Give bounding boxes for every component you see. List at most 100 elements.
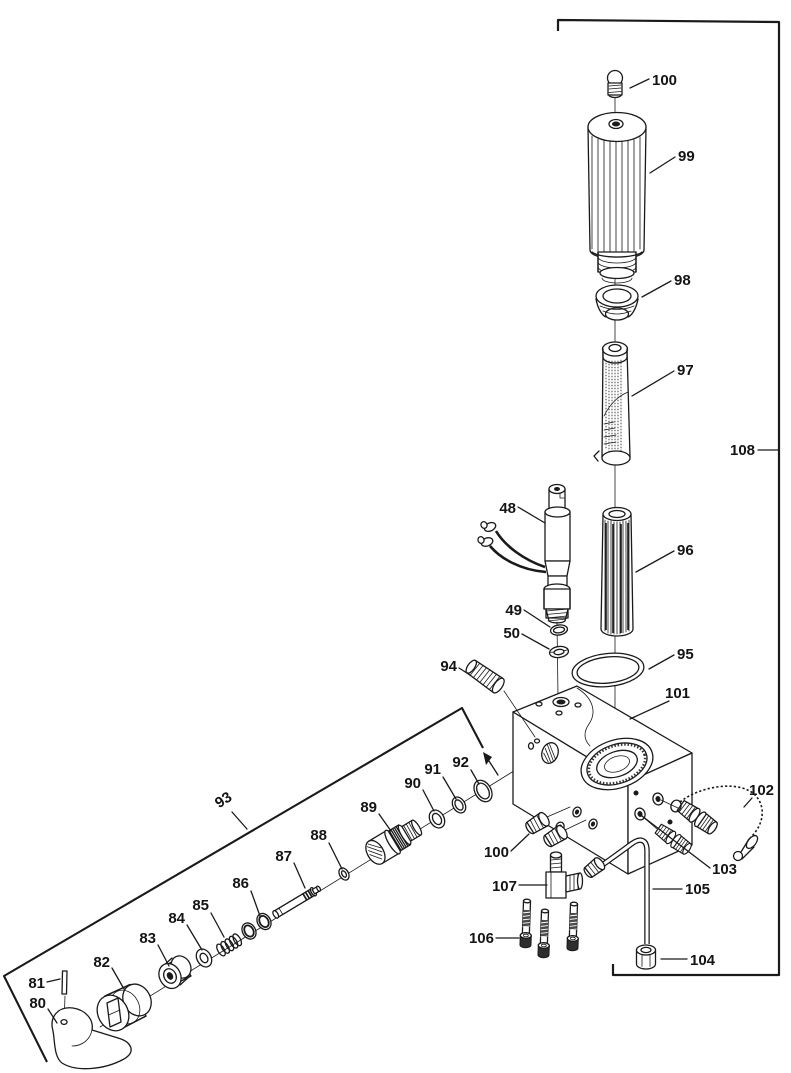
callout-102-text: 102 [749, 782, 774, 799]
canister-bore [580, 737, 654, 791]
part-80-handle [51, 1007, 132, 1070]
callout-49: 49 [505, 602, 551, 628]
callout-80-text: 80 [29, 995, 46, 1012]
callout-98-text: 98 [674, 272, 691, 289]
part-95-o-ring [571, 652, 645, 688]
callout-88: 88 [310, 827, 343, 870]
callout-104: 104 [660, 952, 716, 969]
callout-81: 81 [28, 975, 61, 992]
part-100-top-plug [606, 69, 624, 99]
part-94-plug [465, 659, 505, 694]
callout-95-text: 95 [677, 646, 694, 663]
callout-107: 107 [492, 878, 548, 895]
part-87-spool [272, 885, 322, 919]
callout-90-text: 90 [404, 775, 421, 792]
part-98-cup-seal [595, 284, 639, 321]
cartridge-port [527, 742, 559, 764]
callout-92: 92 [452, 754, 480, 785]
callout-87-text: 87 [275, 848, 292, 865]
callout-90: 90 [404, 775, 435, 812]
part-107-elbow-fitting [545, 851, 584, 899]
bolt-3 [566, 901, 579, 952]
part-92-o-ring [473, 779, 493, 803]
part-83-nut [158, 955, 192, 990]
part-48-solenoid [477, 483, 571, 624]
callout-100-top: 100 [629, 72, 677, 89]
callout-96: 96 [635, 542, 694, 573]
callout-83: 83 [139, 930, 170, 967]
callout-82-text: 82 [93, 954, 110, 971]
callout-84-text: 84 [168, 910, 185, 927]
callout-94: 94 [440, 658, 471, 676]
part-82-knob-housing [96, 983, 152, 1032]
callout-100-top-text: 100 [652, 72, 677, 89]
callout-104-text: 104 [690, 952, 716, 969]
callout-50-text: 50 [503, 625, 520, 642]
callout-102: 102 [743, 782, 774, 808]
part-81-pin [61, 970, 68, 995]
callout-91-text: 91 [424, 761, 441, 778]
part-106-bolts [519, 898, 579, 959]
part-101-manifold-block [512, 685, 693, 875]
callout-80: 80 [29, 995, 58, 1024]
callout-92-text: 92 [452, 754, 469, 771]
wire-2 [489, 545, 547, 574]
part-90-o-ring [428, 809, 446, 829]
callout-95: 95 [648, 646, 694, 670]
callout-84: 84 [168, 910, 203, 951]
callout-103-text: 103 [712, 861, 737, 878]
callout-88-text: 88 [310, 827, 327, 844]
callout-107-text: 107 [492, 878, 517, 895]
bolt-2 [537, 908, 550, 959]
part-104-nut [635, 944, 657, 970]
part-89-cartridge [365, 819, 423, 865]
callout-97-text: 97 [677, 362, 694, 379]
callout-85-text: 85 [192, 897, 209, 914]
callout-85: 85 [192, 897, 225, 938]
part-102-lanyard-cap [670, 785, 763, 862]
callout-50: 50 [503, 625, 550, 650]
callout-106: 106 [469, 930, 520, 947]
callout-108-text: 108 [730, 442, 755, 459]
insert-arrowhead [483, 752, 492, 765]
part-88-o-ring [338, 867, 350, 881]
bracket-108 [556, 18, 781, 977]
callout-108: 108 [730, 442, 780, 459]
callout-101: 101 [629, 685, 690, 720]
part-50-ring [548, 645, 570, 659]
callouts: 100 99 98 97 108 96 48 49 [28, 72, 780, 1024]
part-91-o-ring [451, 796, 467, 814]
part-99-filter-canister [587, 111, 647, 284]
spade-terminal-1 [480, 521, 497, 533]
callout-86: 86 [232, 875, 261, 917]
callout-94-text: 94 [440, 658, 457, 675]
callout-93: 93 [212, 789, 248, 830]
part-86-washers [241, 912, 272, 940]
callout-81-text: 81 [28, 975, 45, 992]
callout-82: 82 [93, 954, 125, 990]
part-100-side-plug-2 [543, 824, 568, 848]
part-100-side-plug-1 [525, 811, 550, 835]
callout-99-text: 99 [678, 148, 695, 165]
callout-98: 98 [641, 272, 691, 298]
spade-terminal-2 [477, 535, 494, 547]
part-96-filter-element [600, 506, 634, 637]
callout-100-side: 100 [484, 833, 530, 861]
part-49-o-ring [549, 624, 569, 636]
callout-86-text: 86 [232, 875, 249, 892]
callout-89: 89 [360, 799, 392, 832]
part-97-filter-tube [593, 341, 631, 466]
part-103-fitting-1 [676, 799, 718, 835]
callout-48: 48 [499, 500, 546, 524]
callout-83-text: 83 [139, 930, 156, 947]
callout-105: 105 [652, 881, 710, 898]
callout-96-text: 96 [677, 542, 694, 559]
callout-89-text: 89 [360, 799, 377, 816]
callout-93-text: 93 [212, 789, 235, 812]
callout-48-text: 48 [499, 500, 516, 517]
callout-87: 87 [275, 848, 306, 889]
bracket-93 [2, 706, 499, 1063]
part-84-washer [195, 948, 213, 968]
